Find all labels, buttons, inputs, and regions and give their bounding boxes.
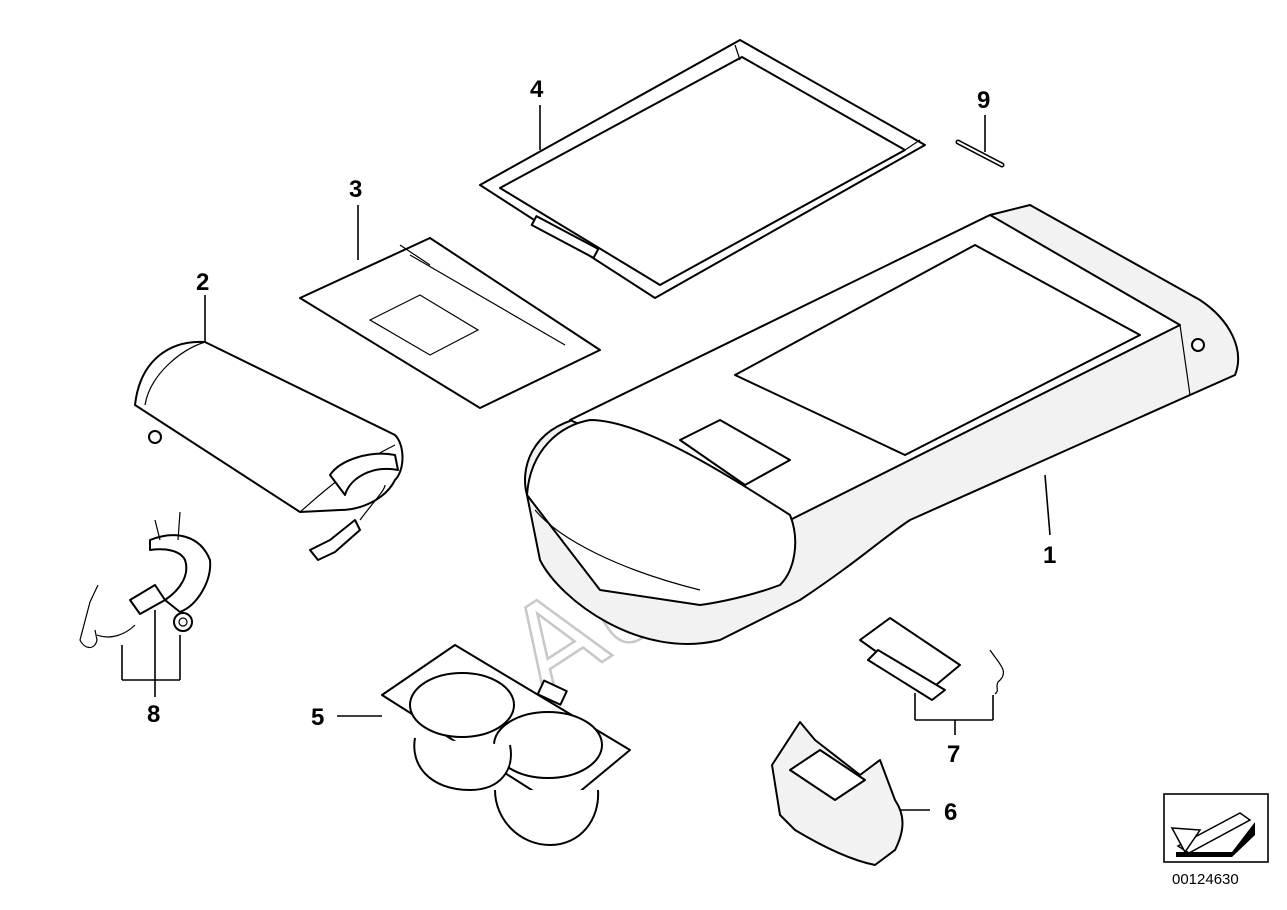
part-4-frame[interactable] bbox=[479, 39, 926, 299]
part-8-hinge-set[interactable] bbox=[79, 511, 212, 649]
part-3-panel[interactable] bbox=[299, 237, 601, 409]
part-7-latch[interactable] bbox=[859, 617, 1004, 701]
part-2-armrest-lid[interactable] bbox=[134, 340, 404, 561]
callout-1: 1 bbox=[1043, 542, 1056, 569]
callout-2: 2 bbox=[196, 269, 209, 296]
callout-9: 9 bbox=[977, 87, 990, 114]
callout-8: 8 bbox=[147, 701, 160, 728]
part-1-console[interactable] bbox=[524, 204, 1240, 645]
callout-7: 7 bbox=[947, 741, 960, 768]
callout-3: 3 bbox=[349, 176, 362, 203]
direction-arrow-icon bbox=[1163, 793, 1269, 863]
callout-4: 4 bbox=[530, 76, 544, 103]
diagram-id: 00124630 bbox=[1172, 871, 1239, 888]
callout-6: 6 bbox=[944, 799, 957, 826]
part-5-cupholder[interactable] bbox=[381, 644, 631, 846]
part-9-rod[interactable] bbox=[955, 139, 1005, 168]
part-6-tray[interactable] bbox=[771, 721, 904, 866]
leader-lines bbox=[121, 105, 1051, 811]
callout-5: 5 bbox=[311, 704, 324, 731]
